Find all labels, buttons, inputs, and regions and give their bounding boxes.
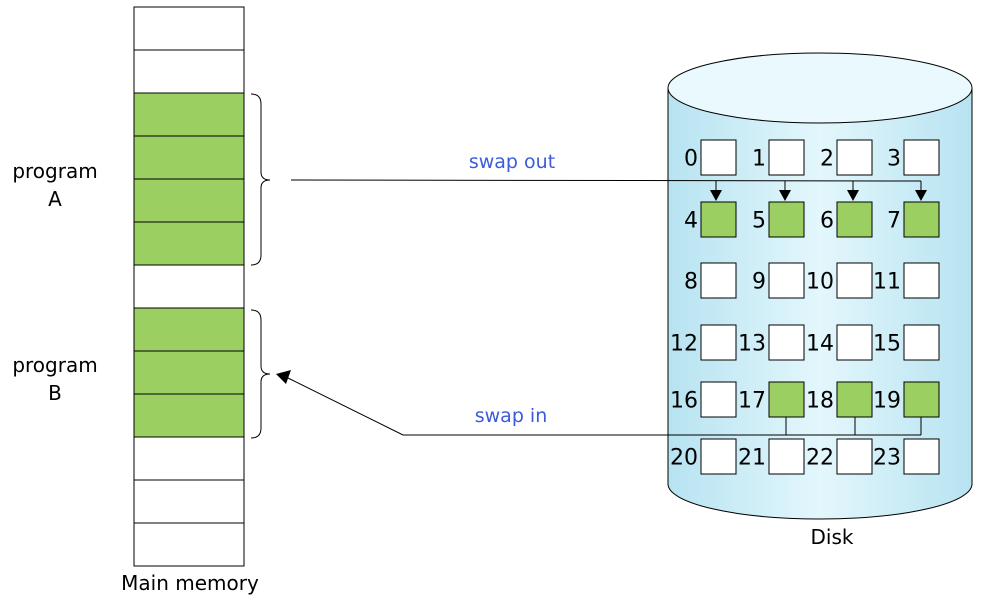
- memory-block-program-a: [133, 178, 245, 223]
- memory-block-free: [133, 522, 245, 567]
- memory-block-program-a: [133, 135, 245, 180]
- disk-block-1: [768, 139, 805, 176]
- program-a-label-line1: program: [12, 159, 97, 183]
- disk-block-number: 12: [670, 332, 698, 357]
- disk-block-22: [836, 438, 873, 475]
- disk-block-12: [700, 324, 737, 361]
- disk-block-21: [768, 438, 805, 475]
- disk-block-number: 18: [806, 389, 834, 414]
- disk-block-8: [700, 262, 737, 299]
- disk-block-number: 4: [684, 209, 698, 234]
- program-a-brace: [250, 93, 271, 266]
- memory-block-program-b: [133, 350, 245, 395]
- memory-block-free: [133, 6, 245, 51]
- disk-cylinder: [667, 52, 973, 520]
- disk-caption: Disk: [811, 525, 854, 549]
- disk-block-number: 17: [738, 389, 766, 414]
- disk-block-number: 21: [738, 446, 766, 471]
- disk-block-0: [700, 139, 737, 176]
- disk-block-4: [700, 201, 737, 238]
- disk-block-9: [768, 262, 805, 299]
- disk-block-13: [768, 324, 805, 361]
- memory-block-free: [133, 49, 245, 94]
- disk-block-5: [768, 201, 805, 238]
- disk-block-number: 19: [873, 389, 901, 414]
- disk-block-11: [903, 262, 940, 299]
- memory-block-program-b: [133, 393, 245, 438]
- memory-block-free: [133, 479, 245, 524]
- disk-block-18: [836, 381, 873, 418]
- disk-block-17: [768, 381, 805, 418]
- disk-block-number: 1: [752, 147, 766, 172]
- disk-block-number: 16: [670, 389, 698, 414]
- disk-block-2: [836, 139, 873, 176]
- disk-block-number: 5: [752, 209, 766, 234]
- disk-block-number: 2: [820, 147, 834, 172]
- disk-block-6: [836, 201, 873, 238]
- swap-out-label: swap out: [469, 151, 555, 173]
- disk-block-3: [903, 139, 940, 176]
- memory-block-program-b: [133, 307, 245, 352]
- disk-block-number: 23: [873, 446, 901, 471]
- disk-block-15: [903, 324, 940, 361]
- swap-in-label: swap in: [475, 405, 548, 427]
- disk-block-number: 14: [806, 332, 834, 357]
- disk-block-number: 13: [738, 332, 766, 357]
- disk-block-number: 0: [684, 147, 698, 172]
- program-b-label-line1: program: [12, 353, 97, 377]
- main-memory-caption: Main memory: [121, 571, 259, 595]
- disk-block-10: [836, 262, 873, 299]
- disk-block-number: 20: [670, 446, 698, 471]
- disk-block-number: 15: [873, 332, 901, 357]
- memory-block-free: [133, 264, 245, 309]
- disk-block-number: 22: [806, 446, 834, 471]
- disk-block-23: [903, 438, 940, 475]
- program-b-brace: [250, 309, 271, 439]
- program-a-label-line2: A: [48, 187, 62, 211]
- disk-block-14: [836, 324, 873, 361]
- disk-block-number: 10: [806, 270, 834, 295]
- main-memory-stack: [133, 6, 245, 567]
- disk-block-number: 11: [873, 270, 901, 295]
- disk-block-7: [903, 201, 940, 238]
- memory-block-program-a: [133, 221, 245, 266]
- memory-block-program-a: [133, 92, 245, 137]
- disk-block-number: 3: [887, 147, 901, 172]
- swap-in-arrow: [276, 370, 922, 436]
- disk-block-number: 9: [752, 270, 766, 295]
- disk-block-number: 8: [684, 270, 698, 295]
- program-b-label-line2: B: [48, 381, 62, 405]
- swap-out-arrow: [290, 179, 927, 201]
- disk-block-16: [700, 381, 737, 418]
- disk-block-19: [903, 381, 940, 418]
- disk-block-number: 7: [887, 209, 901, 234]
- memory-block-free: [133, 436, 245, 481]
- disk-block-number: 6: [820, 209, 834, 234]
- disk-block-20: [700, 438, 737, 475]
